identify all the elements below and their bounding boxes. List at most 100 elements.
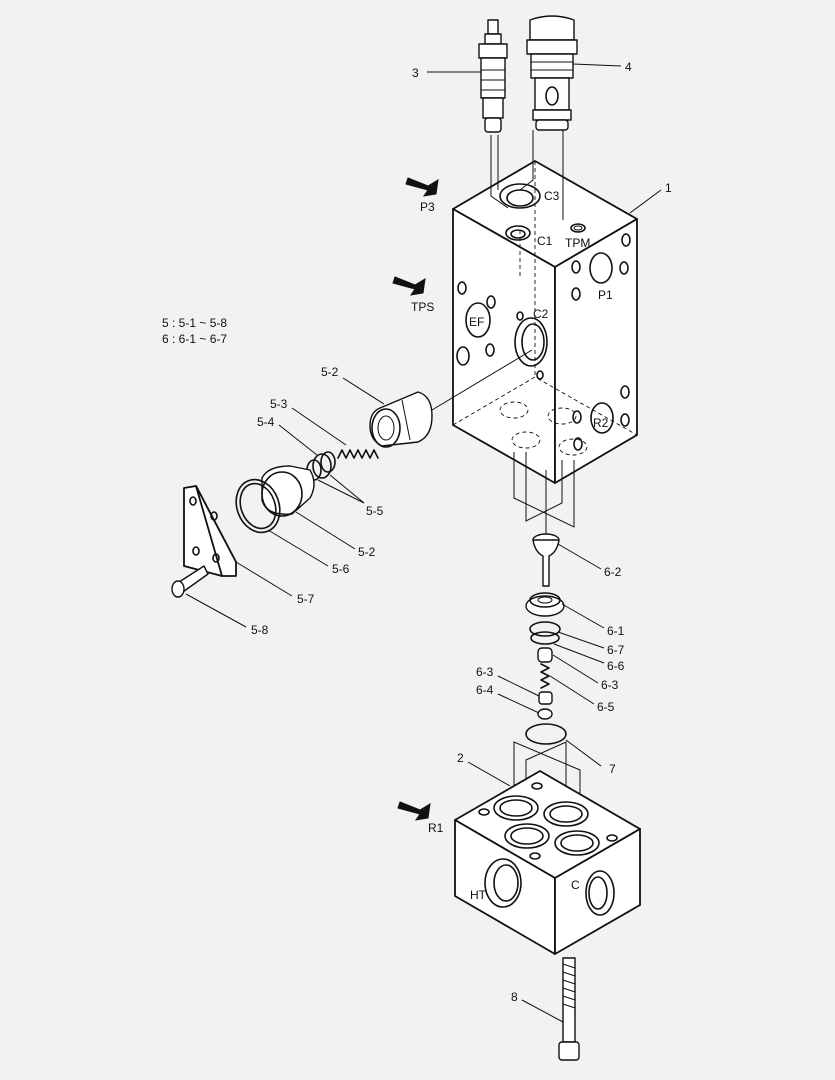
callout-5-2-lower: 5-2	[358, 545, 376, 559]
bolt-8	[558, 957, 580, 1061]
port-label-tps: TPS	[411, 300, 434, 314]
hidden-bore-a	[499, 401, 529, 419]
poppet-6-2-stem	[532, 539, 560, 587]
port-c1-inner	[510, 229, 526, 239]
poppet-5-2-lower-face	[261, 471, 303, 517]
port-label-ef: EF	[469, 315, 484, 329]
port-label-p3: P3	[420, 200, 435, 214]
spring-5-3	[337, 449, 379, 459]
lower-port-b-inner	[549, 805, 583, 823]
cartridge-4-tip	[535, 119, 569, 131]
assembly-legend: 5 : 5-1 ~ 5-8 6 : 6-1 ~ 6-7	[162, 316, 227, 346]
lower-valve-block	[454, 770, 641, 955]
leader-1	[629, 189, 662, 214]
lower-port-a	[493, 795, 539, 821]
callout-8: 8	[511, 990, 518, 1004]
leader-5-8	[185, 593, 247, 628]
port-tpm-inner	[573, 225, 583, 231]
callout-4: 4	[625, 60, 632, 74]
leader-5-2b	[295, 511, 356, 550]
callout-6-3-right: 6-3	[601, 678, 619, 692]
port-label-p1: P1	[598, 288, 613, 302]
leader-6-3b	[497, 675, 540, 697]
cover-plate-5-7-edge	[195, 485, 237, 577]
port-labels: P3 C3 C1 TPM P1 TPS EF C2 R2 R1 HT C	[411, 189, 613, 902]
align-line-4	[519, 130, 534, 191]
piece-6-3	[538, 691, 553, 705]
seat-6-1-bore	[537, 596, 553, 604]
main-valve-block	[452, 160, 638, 484]
cartridge-3-stem	[487, 19, 499, 35]
bolt-hole-ef-a	[457, 281, 467, 295]
align-frame-b	[525, 452, 563, 522]
assembly-6	[525, 533, 567, 745]
callout-6-4: 6-4	[476, 683, 494, 697]
spring-6-5	[540, 663, 550, 689]
callout-2: 2	[457, 751, 464, 765]
arrow-r1-icon	[397, 801, 431, 821]
leader-6-6	[553, 643, 605, 664]
leader-6-3a	[552, 654, 599, 684]
callout-6-1: 6-1	[607, 624, 625, 638]
leader-6-2	[557, 543, 602, 570]
leader-5-5a	[329, 474, 365, 504]
plug-5-2-upper	[369, 391, 433, 447]
arrow-p3-icon	[405, 177, 439, 197]
port-c1-hole	[505, 225, 531, 241]
oring-5-6	[235, 478, 281, 534]
leader-4	[572, 63, 622, 67]
bolt-hole-c2-b	[536, 370, 544, 380]
callout-labels: 3 4 1 5-2 5-3 5-4 5-5 5-2 5-6 5-7 5-8 6-…	[251, 60, 672, 1004]
callout-6-2: 6-2	[604, 565, 622, 579]
cartridge-3-lower	[482, 97, 504, 119]
cover-plate-hole-b	[210, 511, 218, 521]
ring-5-5-a	[320, 451, 336, 473]
leader-6-5	[549, 675, 595, 705]
bolt-hole-p1-b	[621, 233, 631, 247]
port-label-c: C	[571, 878, 580, 892]
lower-block-right-face	[554, 828, 641, 955]
alignment-lines-mid	[513, 452, 575, 536]
lower-port-c-inner	[510, 827, 544, 845]
hidden-bore-c	[511, 431, 541, 449]
port-label-ht: HT	[470, 888, 487, 902]
callout-5-4: 5-4	[257, 415, 275, 429]
bolt-8-shank	[562, 957, 576, 1043]
cover-plate-hole-a	[189, 496, 197, 506]
lower-port-d	[554, 830, 600, 856]
lower-bolt-hole-d	[529, 852, 541, 860]
arrow-tps-icon	[392, 276, 426, 296]
hidden-bore-d	[558, 438, 588, 456]
port-label-tpm: TPM	[565, 236, 590, 250]
plug-5-2-upper-face	[371, 408, 401, 448]
screw-5-8-head	[171, 580, 185, 598]
leader-5-6	[267, 529, 329, 567]
leader-5-4	[278, 424, 318, 456]
bolt-hole-ef-b	[486, 295, 496, 309]
port-ht-inner	[493, 864, 519, 902]
port-label-c2: C2	[533, 307, 549, 321]
lower-port-d-inner	[560, 834, 594, 852]
bolt-hole-r2-d	[573, 437, 583, 451]
cartridge-3-hex	[478, 43, 508, 59]
callout-5-5: 5-5	[366, 504, 384, 518]
callout-1: 1	[665, 181, 672, 195]
bolt-8-thread	[562, 963, 576, 1009]
port-label-c3: C3	[544, 189, 560, 203]
leader-6-4	[497, 693, 540, 714]
leader-5-7	[235, 561, 293, 597]
callout-5-2-upper: 5-2	[321, 365, 339, 379]
ring-6-7	[529, 621, 561, 637]
bolt-8-head	[558, 1041, 580, 1061]
cartridge-valve-3	[478, 19, 508, 133]
cartridge-4-hex	[526, 39, 578, 55]
cartridge-4-port	[545, 86, 559, 106]
hidden-bottom-edges	[452, 376, 638, 436]
axis-line-5	[431, 349, 533, 411]
leader-lines	[185, 63, 662, 1023]
leader-2	[467, 761, 511, 787]
callout-6-5: 6-5	[597, 700, 615, 714]
cartridge-3-body	[480, 57, 506, 99]
leader-5-5b	[317, 479, 365, 504]
